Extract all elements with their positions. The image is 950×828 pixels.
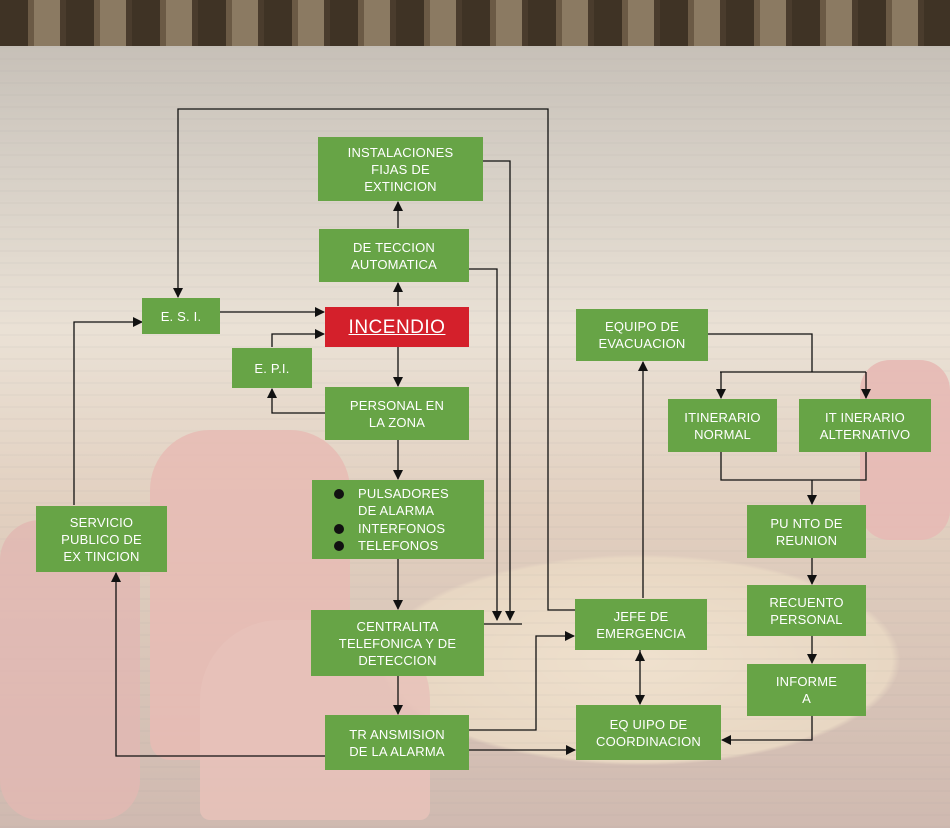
window-blinds (0, 0, 950, 46)
alarm-item: PULSADORES DE ALARMA (334, 485, 449, 520)
node-centralita: CENTRALITA TELEFONICA Y DE DETECCION (311, 610, 484, 676)
node-recuento-personal: RECUENTO PERSONAL (747, 585, 866, 636)
node-servicio-publico: SERVICIO PUBLICO DE EX TINCION (36, 506, 167, 572)
node-medios-alarma: PULSADORES DE ALARMA INTERFONOS TELEFONO… (312, 480, 484, 559)
alarm-item: INTERFONOS (334, 520, 449, 538)
node-instalaciones-fijas: INSTALACIONES FIJAS DE EXTINCION (318, 137, 483, 201)
alarm-item-label: PULSADORES DE ALARMA (358, 485, 449, 519)
node-equipo-coordinacion: EQ UIPO DE COORDINACION (576, 705, 721, 760)
node-equipo-evacuacion: EQUIPO DE EVACUACION (576, 309, 708, 361)
alarm-item-label: INTERFONOS (358, 520, 446, 536)
bullet-icon (334, 488, 344, 499)
alarm-item-label: TELEFONOS (358, 538, 439, 553)
node-personal-zona: PERSONAL EN LA ZONA (325, 387, 469, 440)
node-esi: E. S. I. (142, 298, 220, 334)
node-incendio: INCENDIO (325, 307, 469, 347)
node-deteccion-automatica: DE TECCION AUTOMATICA (319, 229, 469, 282)
bullet-icon (334, 523, 344, 534)
node-itinerario-alternativo: IT INERARIO ALTERNATIVO (799, 399, 931, 452)
node-transmision-alarma: TR ANSMISION DE LA ALARMA (325, 715, 469, 770)
node-epi: E. P.I. (232, 348, 312, 388)
node-jefe-emergencia: JEFE DE EMERGENCIA (575, 599, 707, 650)
bullet-icon (334, 541, 344, 551)
alarm-list: PULSADORES DE ALARMA INTERFONOS TELEFONO… (334, 485, 449, 555)
node-punto-reunion: PU NTO DE REUNION (747, 505, 866, 558)
node-informe: INFORME A (747, 664, 866, 716)
alarm-item: TELEFONOS (334, 537, 449, 555)
node-itinerario-normal: ITINERARIO NORMAL (668, 399, 777, 452)
